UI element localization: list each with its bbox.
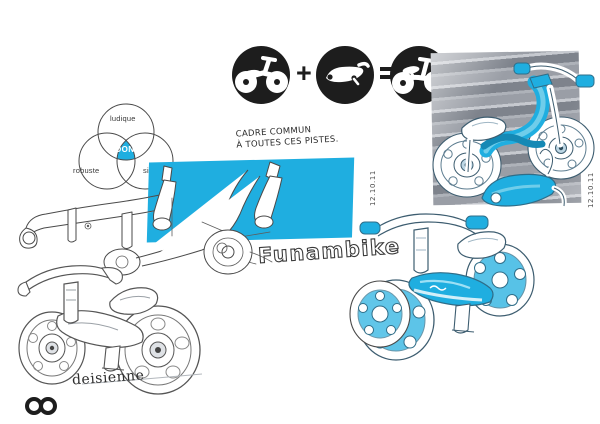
wheel-detail-sketch <box>346 274 416 352</box>
date-stamp-right: 12.10.11 <box>587 172 595 208</box>
venn-label-woony: WOONY <box>107 145 141 154</box>
venn-label-robuste: robuste <box>73 166 100 175</box>
plus-operator: + <box>296 58 312 88</box>
balance-bike-icon <box>232 46 290 104</box>
skateboard-deck-icon <box>316 46 374 104</box>
stairs-render-bike <box>424 48 600 212</box>
equals-operator <box>380 66 397 82</box>
grayscale-balance-bike <box>6 250 218 400</box>
infinity-logo <box>24 397 58 415</box>
date-stamp-left: 12.10.11 <box>369 170 377 206</box>
venn-label-ludique: ludique <box>110 114 136 123</box>
annotation-common-frame: CADRE COMMUN À TOUTES CES PISTES. <box>235 122 356 152</box>
icon-equation-row: + <box>232 44 448 106</box>
frame-study-wheel <box>196 222 276 282</box>
frame-study-sketch <box>12 150 372 276</box>
